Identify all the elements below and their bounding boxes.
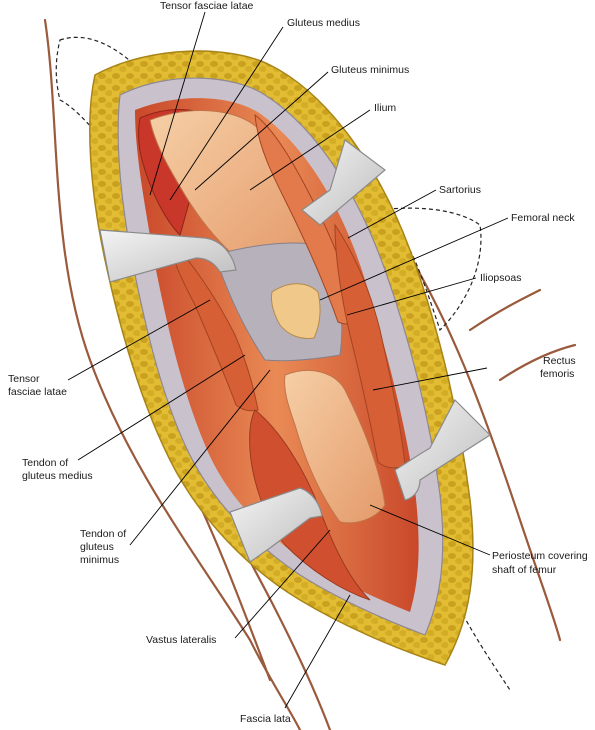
label-fascia-lata: Fascia lata <box>240 713 291 725</box>
label-periosteum-line1: Periosteum covering <box>492 550 588 562</box>
label-gluteus-medius: Gluteus medius <box>287 17 360 29</box>
label-tgmin-line1: Tendon of <box>80 528 126 540</box>
label-rectus-femoris-line1: Rectus <box>543 355 576 367</box>
label-tfl-left-line2: fasciae latae <box>8 386 67 398</box>
label-rectus-femoris: Rectus femoris <box>540 355 579 380</box>
retractor-lower-left <box>229 487 323 563</box>
tfl-muscle <box>169 238 259 412</box>
label-tensor-fasciae-latae-top: Tensor fasciae latae <box>160 0 254 12</box>
label-femoral-neck: Femoral neck <box>511 212 575 224</box>
label-tensor-fasciae-latae-left: Tensor fasciae latae <box>8 373 67 398</box>
label-gluteus-minimus: Gluteus minimus <box>331 64 409 76</box>
label-tgm-line2: gluteus medius <box>22 470 93 482</box>
label-tfl-left-line1: Tensor <box>8 373 40 385</box>
label-ilium: Ilium <box>374 102 396 114</box>
femur-shaft <box>284 369 386 524</box>
retractors <box>99 139 491 563</box>
retractor-left <box>99 229 237 283</box>
label-periosteum-line2: shaft of femur <box>492 564 557 576</box>
label-periosteum: Periosteum covering shaft of femur <box>492 550 591 576</box>
labels: Tensor fasciae latae Gluteus medius Glut… <box>8 0 591 725</box>
label-tgmin-line3: minimus <box>80 554 119 566</box>
label-iliopsoas: Iliopsoas <box>480 272 521 284</box>
label-tgm-line1: Tendon of <box>22 457 68 469</box>
femoral-neck <box>271 283 321 339</box>
label-tgmin-line2: gluteus <box>80 541 114 553</box>
label-vastus-lateralis: Vastus lateralis <box>146 634 216 646</box>
label-rectus-femoris-line2: femoris <box>540 368 574 380</box>
retractor-right <box>394 398 491 501</box>
retractor-top-right <box>301 139 386 226</box>
label-sartorius: Sartorius <box>439 184 481 196</box>
label-tendon-gluteus-minimus: Tendon of gluteus minimus <box>80 528 129 566</box>
label-tendon-gluteus-medius: Tendon of gluteus medius <box>22 457 93 482</box>
leader-lines <box>67 11 509 709</box>
